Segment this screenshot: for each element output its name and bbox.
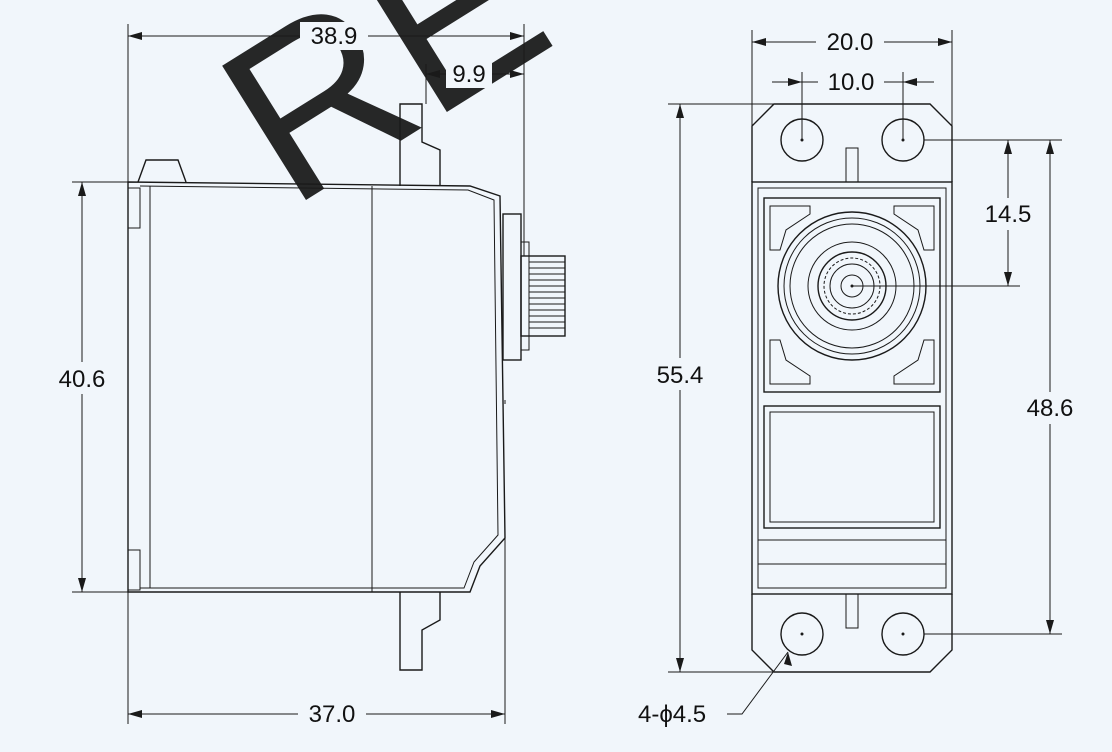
side-body-inner	[139, 185, 499, 589]
front-view	[751, 103, 953, 673]
dim-spline-length: 9.9	[452, 61, 485, 88]
front-flange-top	[751, 103, 953, 182]
mounting-flange-bottom	[399, 592, 441, 671]
cable-tab	[137, 159, 187, 183]
label-panel	[763, 405, 941, 529]
dim-body-width: 37.0	[309, 701, 356, 728]
hole-leader	[727, 651, 789, 715]
dim-shaft-offset: 14.5	[985, 201, 1032, 228]
mounting-flange-top	[399, 103, 441, 186]
dim-overall-width: 38.9	[311, 23, 358, 50]
dim-total-height: 55.4	[657, 362, 704, 389]
front-dimensions: 20.0 10.0 55.4 14.5 48.6 4-ϕ4.5	[638, 28, 1082, 728]
side-body-outline	[127, 181, 506, 593]
mounting-hole-bl	[780, 612, 824, 656]
hole-callout: 4-ϕ4.5	[638, 701, 706, 728]
front-flange-bottom	[751, 594, 953, 673]
side-dimensions: 38.9 9.9 40.6 37.0	[52, 22, 525, 728]
dim-hole-pitch: 48.6	[1027, 395, 1074, 422]
gear-cover	[763, 197, 941, 393]
dim-hole-spacing: 10.0	[828, 69, 875, 96]
dim-height: 40.6	[59, 366, 106, 393]
watermark: RE	[180, 0, 587, 252]
dim-front-width: 20.0	[827, 29, 874, 56]
side-view	[127, 103, 566, 671]
front-plate	[502, 213, 522, 361]
